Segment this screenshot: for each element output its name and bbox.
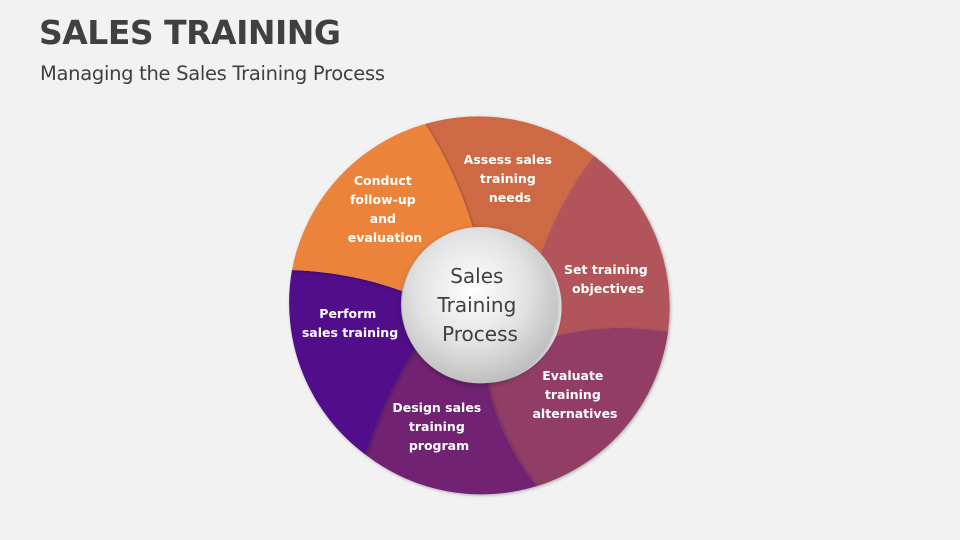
segment-assess bbox=[425, 116, 594, 254]
label-design: Design sales training program bbox=[392, 400, 485, 453]
label-perform: Perform sales training bbox=[302, 306, 398, 340]
segment-perform bbox=[289, 270, 415, 455]
center-label: Sales Training Process bbox=[436, 264, 522, 346]
label-assess: Assess sales training needs bbox=[464, 152, 557, 205]
label-conduct: Conduct follow-up and evaluation bbox=[348, 173, 422, 245]
segment-evaluate bbox=[488, 327, 668, 486]
segment-conduct bbox=[292, 124, 473, 291]
segment-set bbox=[541, 156, 670, 336]
label-evaluate: Evaluate training alternatives bbox=[533, 368, 618, 421]
center-hub bbox=[402, 227, 558, 383]
segment-design bbox=[366, 349, 537, 495]
slide-title: SALES TRAINING bbox=[39, 13, 341, 52]
slide-subtitle: Managing the Sales Training Process bbox=[40, 62, 385, 85]
label-set: Set training objectives bbox=[564, 262, 652, 296]
